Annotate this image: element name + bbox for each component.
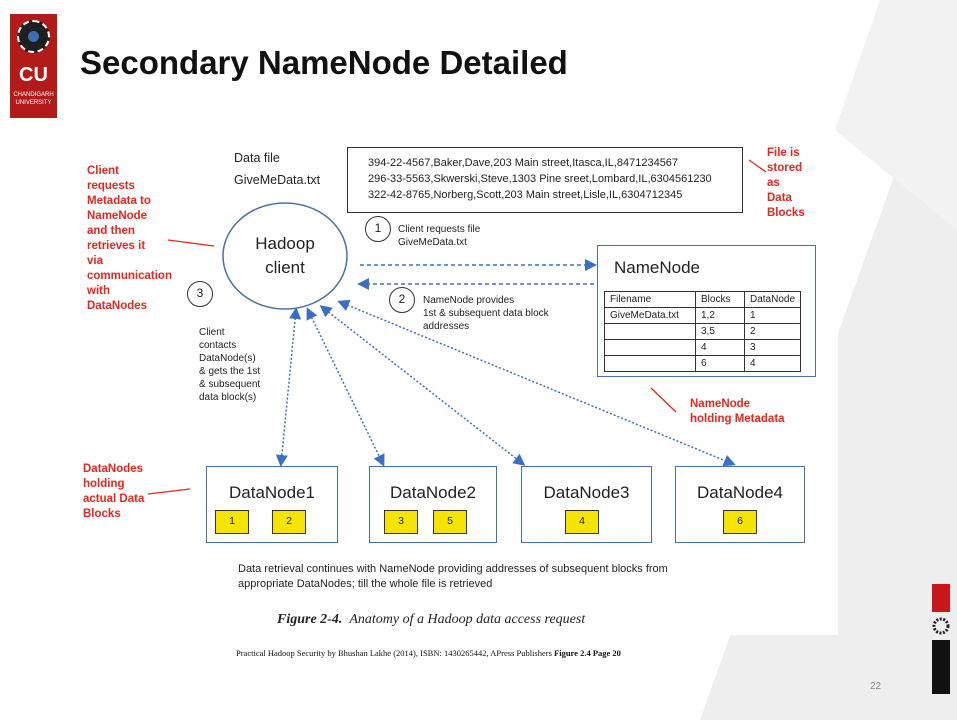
data-block: 2 (272, 510, 306, 534)
side-black-bar (932, 640, 950, 694)
step-2-badge: 2 (389, 287, 415, 313)
data-block: 5 (433, 510, 467, 534)
datanode-3-box: DataNode3 4 (521, 466, 652, 543)
datanode-4-label: DataNode4 (696, 483, 783, 502)
data-block: 3 (384, 510, 418, 534)
retrieval-note: Data retrieval continues with NameNode p… (238, 563, 668, 590)
logo-subtitle: CHANDIGARH UNIVERSITY (13, 92, 54, 106)
data-block: 4 (565, 510, 599, 534)
data-file-name: GiveMeData.txt (234, 173, 321, 187)
records-box: 394-22-4567,Baker,Dave,203 Main street,I… (347, 147, 743, 213)
side-red-bar (932, 584, 950, 612)
gear-emblem-icon (17, 20, 50, 53)
logo-text: CU (19, 64, 48, 86)
datanode-2-label: DataNode2 (389, 483, 476, 502)
figure-caption: Figure 2-4. Anatomy of a Hadoop data acc… (277, 612, 586, 627)
data-file-heading: Data file (234, 151, 280, 165)
slide-title: Secondary NameNode Detailed (80, 44, 568, 81)
record-line: 394-22-4567,Baker,Dave,203 Main street,I… (368, 157, 679, 169)
client-line-2: client (265, 258, 305, 277)
record-line: 296-33-5563,Skwerski,Steve,1303 Pine sre… (368, 173, 712, 185)
client-line-1: Hadoop (255, 234, 315, 253)
record-line: 322-42-8765,Norberg,Scott,203 Main stree… (368, 189, 683, 201)
datanode-1-box: DataNode1 1 2 (206, 466, 338, 543)
hadoop-client-label: Hadoop client (230, 232, 340, 280)
step-1-badge: 1 (365, 216, 391, 242)
data-block: 1 (215, 510, 249, 534)
datanode-1-label: DataNode1 (228, 483, 315, 502)
namenode-title: NameNode (614, 258, 700, 277)
citation: Practical Hadoop Security by Bhushan Lak… (236, 648, 621, 658)
table-header-row: Filename Blocks DataNode (604, 291, 802, 308)
hadoop-client-ellipse (222, 202, 348, 310)
side-gear-icon (932, 617, 950, 635)
datanode-2-box: DataNode2 3 5 (369, 466, 497, 543)
datanode-4-box: DataNode4 6 (675, 466, 805, 543)
university-logo: CU CHANDIGARH UNIVERSITY (10, 14, 57, 118)
step-3-badge: 3 (187, 281, 213, 307)
page-number: 22 (870, 681, 882, 692)
datanode-3-label: DataNode3 (543, 483, 630, 502)
data-block: 6 (723, 510, 757, 534)
